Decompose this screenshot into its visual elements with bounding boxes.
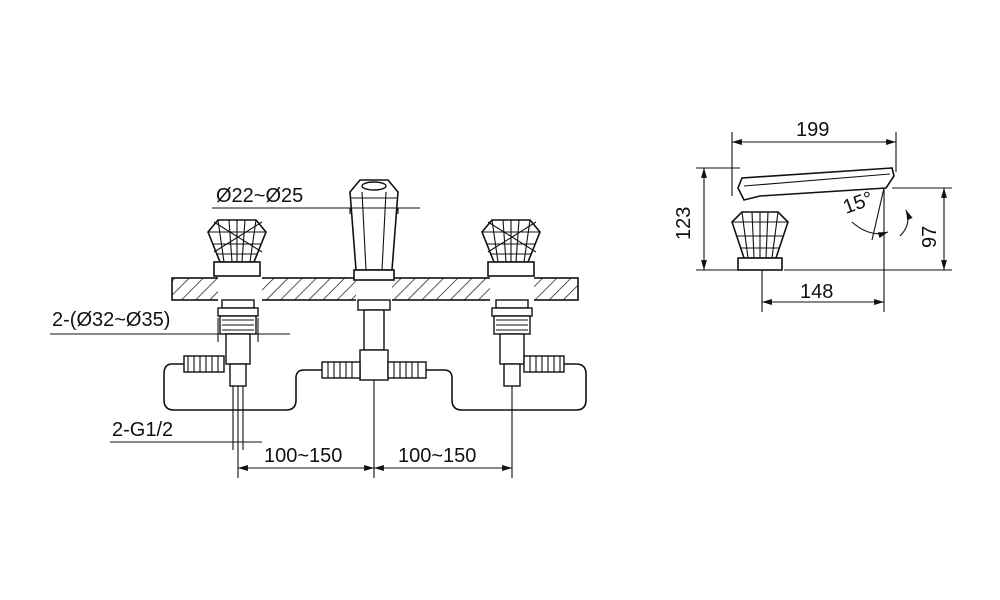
right-handle bbox=[481, 219, 565, 387]
side-view bbox=[731, 167, 913, 312]
side-angle-label: 15° bbox=[840, 188, 876, 219]
hoses bbox=[163, 363, 587, 411]
side-spout-height-label: 97 bbox=[919, 226, 941, 248]
deck-section bbox=[171, 276, 579, 302]
spacing-left-label: 100~150 bbox=[264, 445, 342, 467]
side-height-label: 123 bbox=[673, 207, 695, 240]
left-handle bbox=[183, 219, 267, 450]
handle-bore-label: 2-(Ø32~Ø35) bbox=[52, 309, 170, 331]
side-length-label: 199 bbox=[796, 119, 829, 141]
spout-bore-label: Ø22~Ø25 bbox=[216, 185, 303, 207]
front-dimensions bbox=[50, 207, 513, 478]
side-reach-label: 148 bbox=[800, 281, 833, 303]
spacing-right-label: 100~150 bbox=[398, 445, 476, 467]
side-dimensions bbox=[696, 132, 952, 312]
spout bbox=[321, 179, 427, 381]
inlet-thread-label: 2-G1/2 bbox=[112, 419, 173, 441]
